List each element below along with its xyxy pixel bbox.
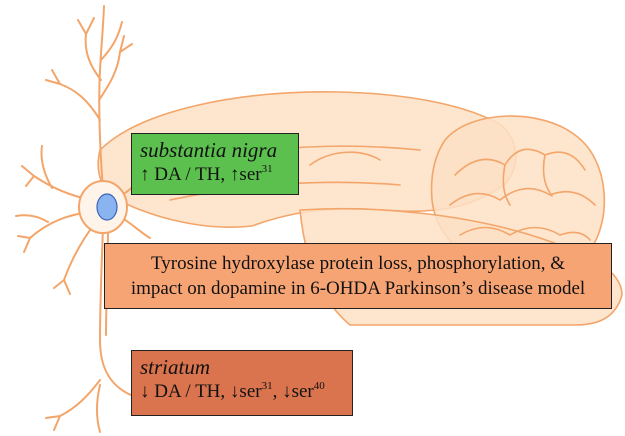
ser-label: ser	[239, 381, 262, 402]
substantia-nigra-box: substantia nigra ↑ DA / TH, ↑ser31	[131, 133, 299, 195]
substantia-nigra-changes: ↑ DA / TH, ↑ser31	[140, 163, 290, 186]
ser-site: 31	[261, 380, 273, 392]
ser-label: ser	[291, 381, 314, 402]
axon-terminal	[45, 379, 101, 433]
nucleus-icon	[96, 193, 118, 221]
arrow-down-icon: ↓	[282, 381, 292, 402]
striatum-changes: ↓ DA / TH, ↓ser31, ↓ser40	[140, 380, 344, 403]
da-th-label: DA / TH,	[149, 164, 230, 185]
ser-site: 40	[313, 380, 325, 392]
title-box: Tyrosine hydroxylase protein loss, phosp…	[104, 243, 612, 309]
arrow-down-icon: ↓	[140, 381, 150, 402]
neuron-icon	[15, 5, 153, 433]
dendrite-apical	[45, 5, 133, 191]
arrow-up-icon: ↑	[229, 164, 240, 185]
da-th-label: DA / TH,	[149, 381, 230, 402]
arrow-up-icon: ↑	[140, 164, 150, 185]
separator: ,	[272, 381, 283, 402]
ser-site: 31	[261, 163, 273, 175]
ser-label: ser	[239, 164, 262, 185]
region-name-striatum: striatum	[140, 355, 211, 379]
cerebellum-folia	[449, 148, 596, 263]
title-line-1: Tyrosine hydroxylase protein loss, phosp…	[151, 253, 565, 274]
dendrite-basal	[15, 145, 153, 295]
title-line-2: impact on dopamine in 6-OHDA Parkinson’s…	[130, 278, 586, 299]
striatum-box: striatum ↓ DA / TH, ↓ser31, ↓ser40	[131, 350, 353, 416]
region-name-substantia-nigra: substantia nigra	[140, 138, 278, 162]
arrow-down-icon: ↓	[229, 381, 240, 402]
